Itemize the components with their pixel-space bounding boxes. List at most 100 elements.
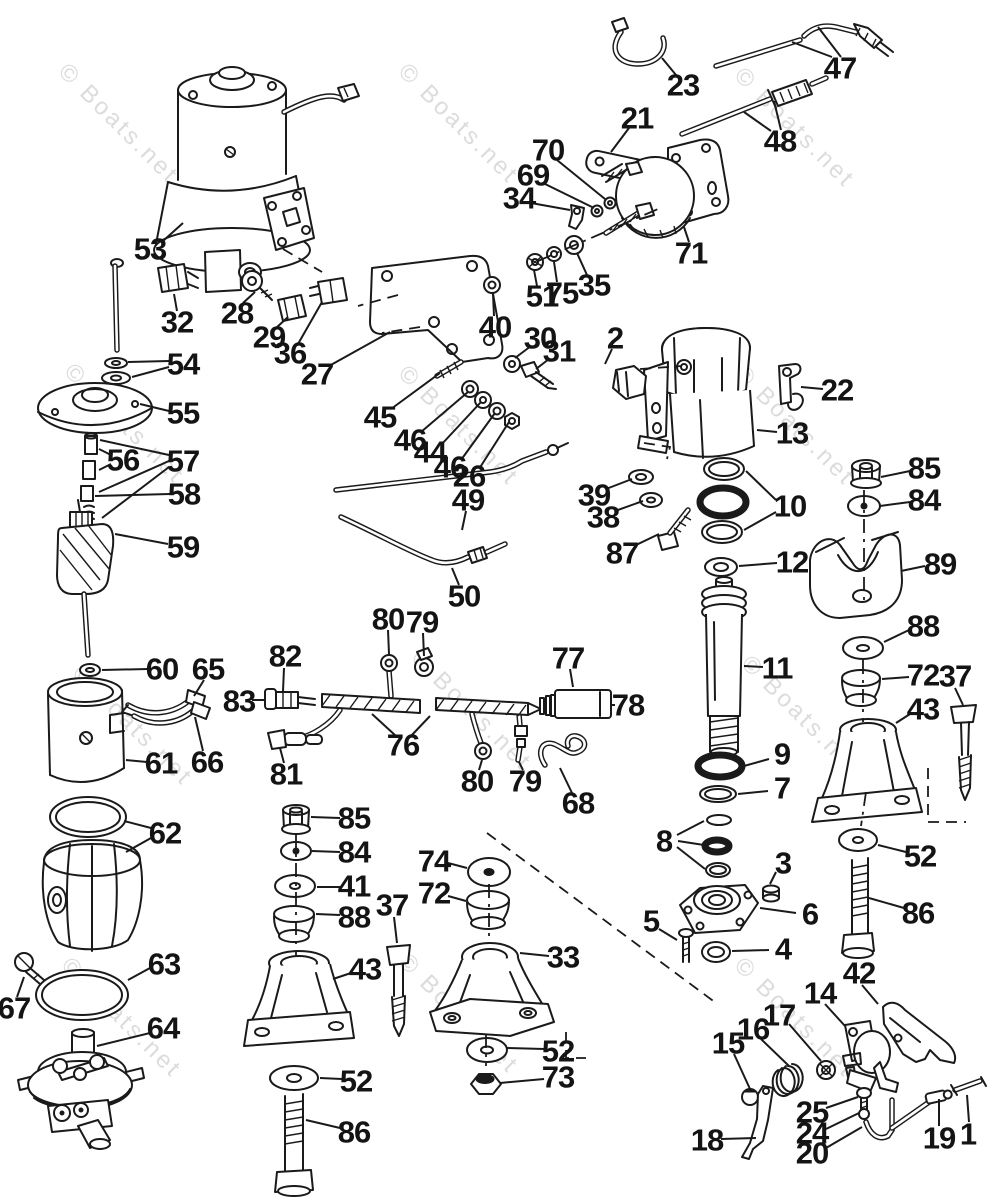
- leader-line-80: [478, 759, 483, 771]
- part-label-46: 46: [433, 449, 467, 485]
- leader-line-33: [519, 952, 550, 957]
- part-label-70: 70: [531, 132, 565, 168]
- leader-line-35: [576, 252, 588, 276]
- part-label-88: 88: [337, 899, 371, 935]
- part-label-54: 54: [166, 346, 200, 382]
- part-label-89: 89: [923, 546, 957, 582]
- leader-line-39: [605, 478, 633, 490]
- leader-line-8: [676, 820, 705, 836]
- part-label-37: 37: [938, 658, 972, 694]
- part-label-77: 77: [551, 640, 585, 676]
- solenoid-cables-drawing: [526, 17, 894, 271]
- part-label-53: 53: [133, 231, 167, 267]
- part-label-6: 6: [801, 896, 819, 932]
- leader-line-42: [861, 984, 879, 1005]
- leader-line-81: [279, 747, 285, 764]
- leader-line-32: [173, 293, 178, 312]
- part-label-41: 41: [337, 868, 371, 904]
- part-label-24: 24: [795, 1115, 829, 1151]
- part-label-63: 63: [147, 946, 181, 982]
- part-label-20: 20: [795, 1135, 829, 1171]
- trim-motor-53-drawing: [153, 66, 360, 293]
- part-label-86: 86: [901, 895, 935, 931]
- leader-line-73: [499, 1078, 545, 1084]
- part-label-47: 47: [823, 50, 857, 86]
- leader-line-36: [297, 301, 323, 345]
- leader-line-52: [506, 1047, 545, 1050]
- part-label-12: 12: [775, 544, 809, 580]
- part-label-80: 80: [371, 601, 405, 637]
- part-label-39: 39: [577, 477, 611, 513]
- leader-line-48: [743, 111, 772, 132]
- part-label-43: 43: [906, 691, 940, 727]
- part-label-27: 27: [300, 356, 334, 392]
- leader-line-9: [743, 758, 770, 767]
- part-label-50: 50: [447, 578, 481, 614]
- part-label-36: 36: [273, 335, 307, 371]
- part-label-18: 18: [690, 1122, 724, 1158]
- leader-line-47: [817, 26, 842, 58]
- part-label-68: 68: [561, 785, 595, 821]
- part-label-74: 74: [417, 843, 451, 879]
- leader-line-8: [677, 840, 705, 846]
- part-label-60: 60: [145, 651, 179, 687]
- part-label-23: 23: [666, 67, 700, 103]
- leader-line-24: [825, 1112, 860, 1130]
- leader-line-63: [127, 967, 151, 981]
- part-label-57: 57: [166, 443, 200, 479]
- part-label-31: 31: [542, 333, 576, 369]
- leader-line-37: [954, 687, 964, 706]
- part-label-83: 83: [222, 683, 256, 719]
- leader-line-79: [518, 761, 524, 771]
- part-label-43: 43: [348, 951, 382, 987]
- leader-line-34: [530, 202, 571, 211]
- leader-line-29: [275, 316, 289, 329]
- endcap-pump-62-67-64-drawing: [14, 796, 145, 1150]
- part-label-59: 59: [166, 529, 200, 565]
- part-label-3: 3: [774, 845, 792, 881]
- leader-line-16: [760, 1038, 790, 1067]
- part-label-19: 19: [922, 1120, 956, 1156]
- part-label-15: 15: [711, 1025, 745, 1061]
- leader-line-11: [743, 665, 764, 668]
- leader-line-5: [658, 928, 678, 941]
- leader-line-51: [533, 269, 538, 287]
- leader-line-77: [569, 668, 574, 688]
- part-label-29: 29: [252, 319, 286, 355]
- leader-line-58: [94, 493, 171, 497]
- part-label-51: 51: [525, 278, 559, 314]
- leader-line-15: [733, 1053, 751, 1090]
- part-label-13: 13: [775, 415, 809, 451]
- leader-line-26: [478, 421, 510, 470]
- leader-line-76: [410, 715, 431, 737]
- leader-line-85: [880, 470, 911, 478]
- part-label-40: 40: [478, 309, 512, 345]
- leader-line-38: [614, 500, 644, 512]
- part-label-11: 11: [761, 650, 794, 686]
- part-label-76: 76: [386, 727, 420, 763]
- leader-line-14: [824, 1003, 846, 1027]
- leader-line-59: [114, 533, 169, 545]
- leader-line-72: [881, 676, 910, 680]
- leader-line-65: [193, 679, 205, 697]
- part-label-45: 45: [363, 399, 397, 435]
- leader-line-6: [759, 907, 797, 914]
- leader-line-52: [877, 844, 907, 853]
- leader-line-89: [900, 565, 926, 572]
- leader-line-66: [194, 716, 204, 752]
- leader-line-28: [242, 291, 256, 304]
- leader-line-20: [825, 1126, 863, 1149]
- part-label-49: 49: [451, 482, 485, 518]
- part-label-65: 65: [191, 651, 225, 687]
- part-label-22: 22: [820, 372, 854, 408]
- part-label-85: 85: [337, 800, 371, 836]
- part-label-71: 71: [674, 235, 708, 271]
- leader-line-76: [371, 713, 397, 737]
- part-label-52: 52: [903, 838, 937, 874]
- starter-parts-54-61-drawing: [37, 258, 211, 784]
- part-label-64: 64: [146, 1010, 180, 1046]
- leader-line-47: [791, 41, 833, 58]
- right-mount-stack-drawing: [809, 459, 977, 959]
- part-label-73: 73: [541, 1059, 575, 1095]
